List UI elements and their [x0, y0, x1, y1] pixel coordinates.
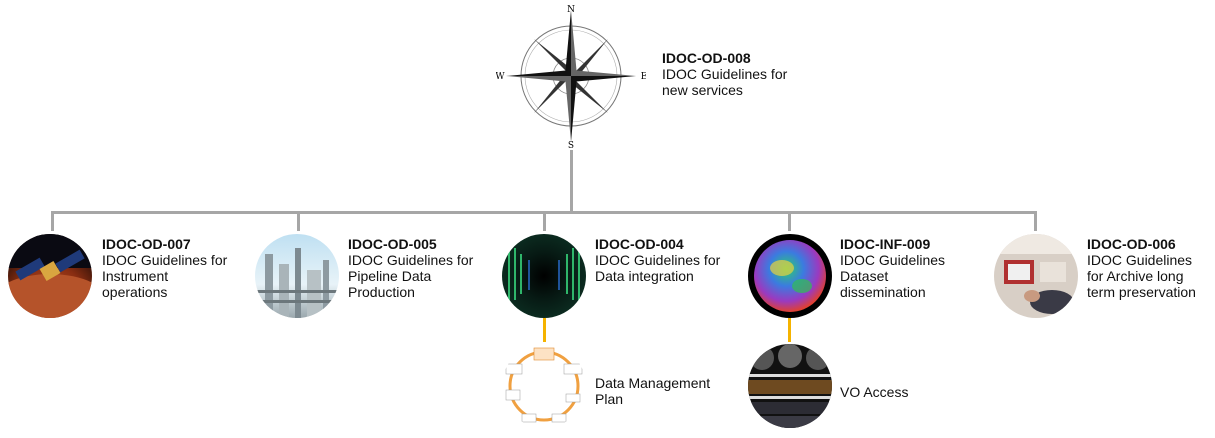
- dmp-label: Data Management Plan: [595, 375, 711, 407]
- sub-connector-vo: [788, 318, 791, 342]
- branch-connector-4: [788, 211, 791, 231]
- node-3-desc: IDOC Guidelines for Data integration: [595, 252, 721, 284]
- data-management-cycle-icon: [502, 344, 586, 428]
- node-4-id: IDOC-INF-009: [840, 236, 931, 252]
- vo-sky-survey-icon: [748, 344, 832, 428]
- branch-connector-2: [297, 211, 300, 231]
- archive-poster-icon: [994, 234, 1078, 318]
- node-2-desc: IDOC Guidelines for Pipeline Data Produc…: [348, 252, 474, 300]
- node-3-label: IDOC-OD-004 IDOC Guidelines for Data int…: [595, 236, 730, 284]
- satellite-mars-icon: [8, 234, 92, 318]
- vo-label: VO Access: [840, 384, 909, 400]
- node-4-desc: IDOC Guidelines Dataset dissemination: [840, 252, 946, 300]
- node-1-desc: IDOC Guidelines for Instrument operation…: [102, 252, 228, 300]
- node-5-id: IDOC-OD-006: [1087, 236, 1176, 252]
- node-1-label: IDOC-OD-007 IDOC Guidelines for Instrume…: [102, 236, 237, 300]
- data-stream-icon: [502, 234, 586, 318]
- node-2-label: IDOC-OD-005 IDOC Guidelines for Pipeline…: [348, 236, 483, 300]
- top-node-label: IDOC-OD-008 IDOC Guidelines for new serv…: [662, 50, 802, 98]
- node-5-label: IDOC-OD-006 IDOC Guidelines for Archive …: [1087, 236, 1212, 300]
- node-4-label: IDOC-INF-009 IDOC Guidelines Dataset dis…: [840, 236, 975, 300]
- compass-s-label: S: [568, 141, 574, 150]
- globe-map-icon: [748, 234, 832, 318]
- compass-rose-icon: N E S W: [495, 2, 647, 151]
- top-node-desc: IDOC Guidelines for new services: [662, 66, 788, 98]
- compass-n-label: N: [567, 5, 575, 15]
- sub-connector-dmp: [543, 318, 546, 342]
- compass-w-label: W: [496, 72, 505, 82]
- branch-connector-1: [51, 211, 54, 231]
- branch-connector-5: [1034, 211, 1037, 231]
- node-3-id: IDOC-OD-004: [595, 236, 684, 252]
- top-node-id: IDOC-OD-008: [662, 50, 751, 66]
- node-1-id: IDOC-OD-007: [102, 236, 191, 252]
- node-5-desc: IDOC Guidelines for Archive long term pr…: [1087, 252, 1196, 300]
- compass-e-label: E: [641, 72, 646, 82]
- refinery-pipeline-icon: [255, 234, 339, 318]
- trunk-connector: [570, 150, 573, 212]
- branch-connector-3: [543, 211, 546, 231]
- node-2-id: IDOC-OD-005: [348, 236, 437, 252]
